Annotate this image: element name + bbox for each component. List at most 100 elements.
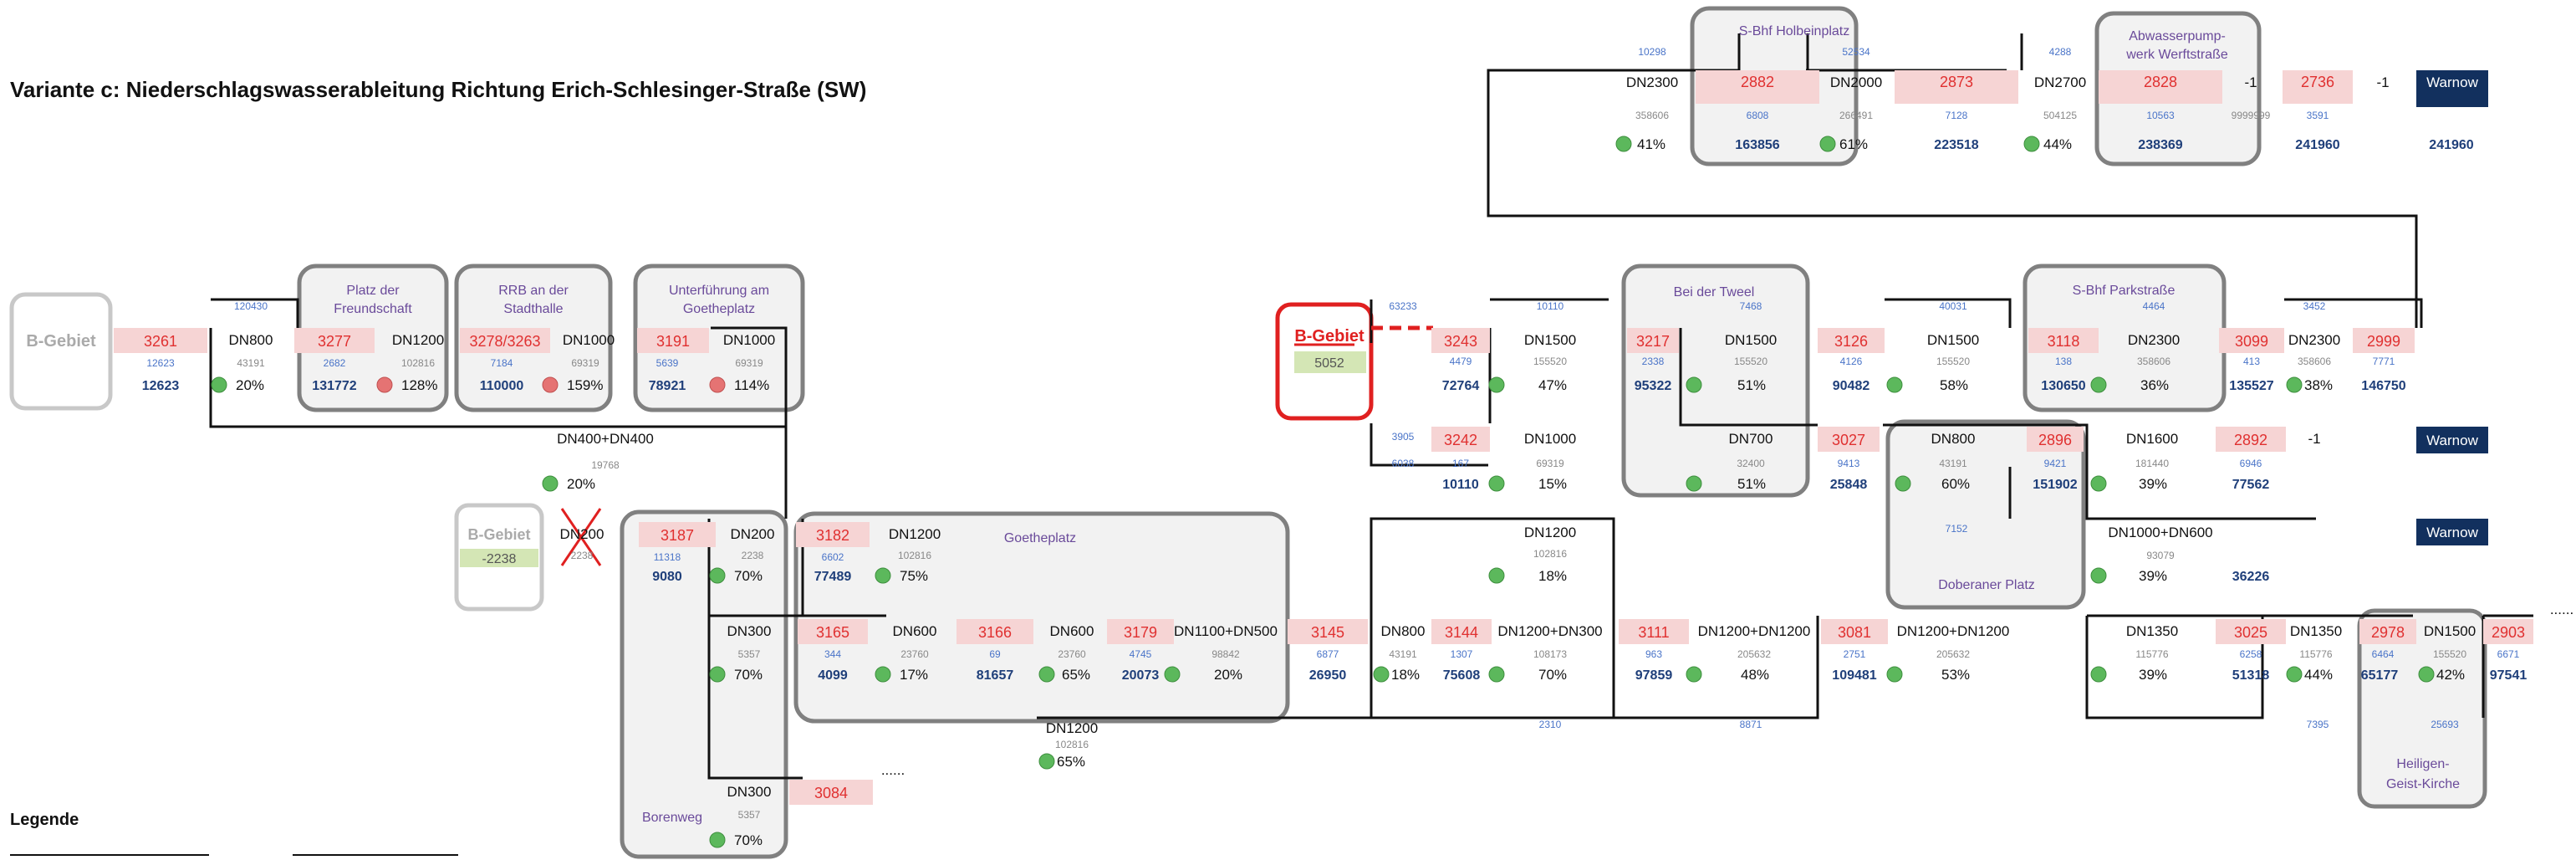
area-value-bg-mid [460,549,538,567]
small-value: 4126 [1840,356,1863,367]
pipe-label: DN1200 [889,526,941,542]
place-box-goetheplatz [793,511,1290,724]
capacity-value: 2238 [742,550,764,561]
utilisation-pct: 42% [2436,667,2465,683]
pipe-label: DN1500 [1927,332,1979,348]
capacity-value: 5357 [738,648,761,660]
pipe-label: DN600 [893,623,937,639]
utilisation-pct: 39% [2139,667,2167,683]
flow-sum: 110000 [480,379,524,393]
flow-sum: 65177 [2361,668,2399,683]
place-label: RRB an der [498,284,569,298]
node-label: 3242 [1444,432,1477,448]
status-ok-icon [1615,136,1632,152]
flow-sum: 75608 [1443,668,1481,683]
small-value: 10563 [2146,110,2175,121]
small-value: 167 [1452,458,1469,469]
flow-sum: 97541 [2490,668,2528,683]
utilisation-pct: 53% [1941,667,1970,683]
node-label: 2736 [2301,74,2334,90]
place-label: werk Werftstraße [2125,48,2228,62]
utilisation-pct: 17% [900,667,928,683]
capacity-value: 155520 [1936,356,1970,367]
utilisation-pct: 20% [236,377,264,393]
flow-sum: 81657 [977,668,1014,683]
place-box-borenweg [620,509,788,859]
small-value: 4479 [1450,356,1472,367]
small-value: 6877 [1317,648,1339,660]
flow-sum: 238369 [2138,138,2182,152]
capacity-value: 115776 [2135,648,2168,660]
status-ok-icon [2286,666,2303,683]
flow-sum: 130650 [2041,379,2085,393]
utilisation-pct: 18% [1538,568,1567,584]
place-box-doberaner [1885,419,2086,610]
small-value: 7128 [1946,110,1968,121]
node-label: 3243 [1444,333,1477,350]
flow-sum: 10110 [1442,478,1479,492]
status-ok-icon [542,475,559,492]
status-ok-icon [1038,666,1055,683]
pipe-label: DN300 [727,784,772,800]
utilisation-pct: 51% [1737,377,1766,393]
ellipsis: ...... [2550,601,2573,617]
status-ok-icon [1488,567,1505,584]
area-value-bg-right [1294,351,1366,373]
node-label: 3145 [1311,624,1344,641]
flow-sum: 20073 [1122,668,1160,683]
capacity-value: 19768 [591,459,620,471]
utilisation-pct: 39% [2139,476,2167,492]
place-box-tweel [1621,264,1810,498]
pipe-label: DN1000+DN600 [2108,525,2212,540]
capacity-value: 181440 [2135,458,2169,469]
small-value: 9413 [1838,458,1860,469]
capacity-value: 155520 [1734,356,1767,367]
legend-heading: Legende [10,811,79,829]
capacity-value: 102816 [1055,739,1089,750]
place-label: Doberaner Platz [1938,578,2035,592]
area-label-right: B-Gebiet [1294,327,1365,346]
place-label: S-Bhf Parkstraße [2073,284,2176,298]
utilisation-pct: 36% [2140,377,2169,393]
node-label: 2892 [2234,432,2267,448]
status-ok-icon [1686,475,1702,492]
utilisation-pct: 70% [734,832,763,848]
area-value-right: 5052 [1314,356,1344,371]
utilisation-pct: 15% [1538,476,1567,492]
status-ok-icon [2286,376,2303,393]
utilisation-pct: 60% [1941,476,1970,492]
utilisation-pct: 128% [401,377,437,393]
area-value-mid: -2238 [482,552,517,566]
pipe-label: DN1200 [1046,720,1098,736]
small-value: 7771 [2373,356,2395,367]
small-value: 120430 [234,300,268,312]
small-value: 4745 [1130,648,1152,660]
status-ok-icon [1819,136,1836,152]
place-label: Freundschaft [334,302,412,316]
flow-sum: 77562 [2232,478,2270,492]
node-label: 3217 [1636,333,1670,350]
pipe-label: DN700 [1729,431,1773,447]
node-label: 3081 [1838,624,1871,641]
capacity-value: 93079 [2146,550,2175,561]
utilisation-pct: 58% [1940,377,1968,393]
small-value: 3905 [1392,431,1415,443]
pipe-label: DN2700 [2034,74,2086,90]
status-overload-icon [542,376,559,393]
flow-sum: 51318 [2232,668,2270,683]
area-label-mid: B-Gebiet [467,526,530,543]
small-value: 52534 [1842,46,1870,58]
utilisation-pct: 75% [900,568,928,584]
node-label: 3084 [814,785,848,801]
small-value: 4464 [2143,300,2165,312]
status-ok-icon [211,376,227,393]
small-value: 7184 [491,357,513,369]
status-ok-icon [2090,567,2107,584]
flow-sum: 12623 [142,379,180,393]
node-label: 2882 [1741,74,1774,90]
capacity-value: 266491 [1839,110,1873,121]
small-value: 138 [2055,356,2072,367]
small-value: 6671 [2497,648,2520,660]
utilisation-pct: 18% [1391,667,1420,683]
capacity-value: 358606 [2298,356,2331,367]
